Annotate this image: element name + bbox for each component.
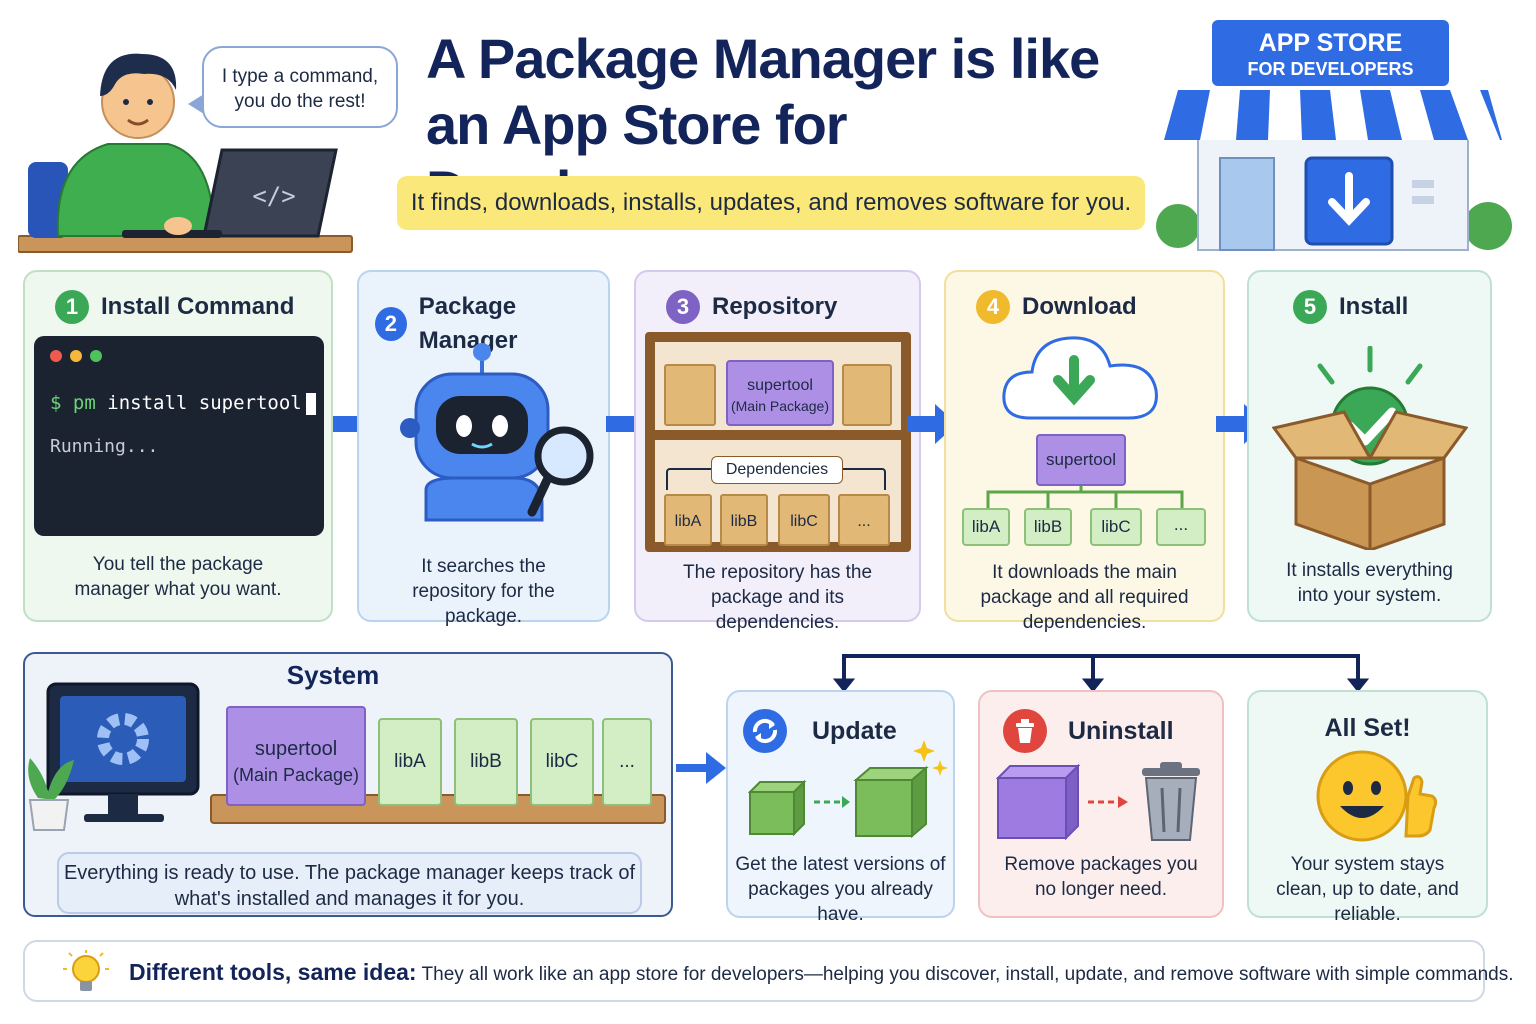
system-lib-more: ... xyxy=(602,718,652,806)
repository-lib-b: libB xyxy=(720,494,768,546)
monitor-gear-icon xyxy=(28,682,200,831)
repository-main-package: supertool (Main Package) xyxy=(726,360,834,426)
step-caption: The repository has the package and its d… xyxy=(682,562,873,633)
crate-box xyxy=(664,364,716,426)
step-header: 4 Download xyxy=(976,290,1137,324)
step-number-badge: 5 xyxy=(1293,290,1327,324)
footer-body: They all work like an app store for deve… xyxy=(421,964,1514,985)
step-header: 1 Install Command xyxy=(55,290,294,324)
speech-bubble-tail xyxy=(188,94,204,114)
step-caption: You tell the package manager what you wa… xyxy=(74,554,282,600)
repository-lib-c: libC xyxy=(778,494,830,546)
footer-banner: Different tools, same idea: They all wor… xyxy=(23,940,1514,1002)
package-name: supertool xyxy=(254,738,338,760)
download-lib-b: libB xyxy=(1024,508,1072,546)
terminal-status: Running... xyxy=(50,436,159,457)
flow-arrow-icon xyxy=(676,752,726,784)
terminal-window: $ pm install supertool Running... xyxy=(34,336,324,536)
action-card-update: Update Get the latest versions of packag… xyxy=(726,690,955,925)
download-tree-lines xyxy=(986,482,1184,514)
dependencies-label: Dependencies xyxy=(711,456,843,484)
system-main-package: supertool (Main Package) xyxy=(226,706,366,806)
refresh-icon xyxy=(743,709,787,753)
title-line-1: A Package Manager is like xyxy=(426,27,1100,90)
speech-bubble: I type a command, you do the rest! xyxy=(202,46,398,128)
step-caption: It installs everything into your system. xyxy=(1286,560,1453,606)
terminal-minimize-dot xyxy=(70,350,82,362)
step-header: 3 Repository xyxy=(666,290,837,324)
step-title: Download xyxy=(1022,293,1137,320)
step-header: 5 Install xyxy=(1293,290,1408,324)
terminal-command-name: pm xyxy=(72,392,96,414)
step-number-badge: 3 xyxy=(666,290,700,324)
step-title: Install xyxy=(1339,293,1409,320)
developer-illustration: </> xyxy=(18,53,353,253)
step-caption: It downloads the main package and all re… xyxy=(980,562,1189,633)
step-header: 2 Package Manager xyxy=(375,290,608,358)
repository-lib-more: ... xyxy=(838,494,890,546)
repository-lib-a: libA xyxy=(664,494,712,546)
cloud-download-icon xyxy=(1002,336,1158,420)
terminal-command-args: install supertool xyxy=(107,392,302,414)
crate-box xyxy=(842,364,892,426)
terminal-cursor xyxy=(305,392,316,415)
footer-text: Different tools, same idea: They all wor… xyxy=(129,958,1514,989)
download-lib-c: libC xyxy=(1090,508,1142,546)
update-cubes-icon xyxy=(748,740,948,839)
system-lib-c: libC xyxy=(530,718,594,806)
action-card-all-set: All Set! Your system stays clean, up to … xyxy=(1247,690,1488,925)
action-title: Update xyxy=(812,717,897,745)
action-header: Update xyxy=(728,708,953,754)
step-title: Package Manager xyxy=(418,293,518,354)
action-caption: Your system stays clean, up to date, and… xyxy=(1276,854,1459,925)
store-sign: APP STORE FOR DEVELOPERS xyxy=(1212,20,1449,86)
download-lib-a: libA xyxy=(962,508,1010,546)
step-number-badge: 2 xyxy=(375,307,407,341)
action-caption: Remove packages you no longer need. xyxy=(1004,854,1198,900)
trash-icon xyxy=(1003,709,1047,753)
store-sign-line-2: FOR DEVELOPERS xyxy=(1247,59,1414,79)
download-main-package: supertool xyxy=(1036,434,1126,486)
system-lib-b: libB xyxy=(454,718,518,806)
download-lib-more: ... xyxy=(1156,508,1206,546)
tagline-banner: It finds, downloads, installs, updates, … xyxy=(397,176,1145,230)
terminal-close-dot xyxy=(50,350,62,362)
step-title: Install Command xyxy=(101,293,295,320)
branch-connector xyxy=(832,654,1370,692)
laptop-code-glyph: </> xyxy=(252,182,295,210)
terminal-prompt: $ xyxy=(50,392,62,414)
step-caption: It searches the repository for the packa… xyxy=(412,556,555,627)
terminal-maximize-dot xyxy=(90,350,102,362)
store-illustration xyxy=(1156,90,1512,251)
action-title: All Set! xyxy=(1324,714,1411,742)
footer-lead: Different tools, same idea: xyxy=(129,959,417,985)
action-title: Uninstall xyxy=(1068,717,1174,745)
system-lib-a: libA xyxy=(378,718,442,806)
remove-package-icon xyxy=(996,762,1200,841)
action-caption: Get the latest versions of packages you … xyxy=(735,854,946,925)
action-header: All Set! xyxy=(1249,708,1486,748)
package-subtitle: (Main Package) xyxy=(730,398,830,414)
action-header: Uninstall xyxy=(980,708,1222,754)
system-title: System xyxy=(286,660,380,690)
open-box-check-icon xyxy=(1272,346,1468,550)
step-number-badge: 4 xyxy=(976,290,1010,324)
smiley-thumbs-up-icon xyxy=(1316,750,1438,842)
package-name: supertool xyxy=(747,377,813,394)
store-sign-line-1: APP STORE xyxy=(1258,29,1403,57)
lightbulb-icon xyxy=(63,950,109,991)
shelf-divider xyxy=(645,430,911,440)
system-note: Everything is ready to use. The package … xyxy=(57,852,642,914)
robot-icon xyxy=(400,343,594,522)
package-subtitle: (Main Package) xyxy=(232,765,360,785)
step-number-badge: 1 xyxy=(55,290,89,324)
step-title: Repository xyxy=(712,293,838,320)
terminal-command-line: $ pm install supertool xyxy=(50,392,316,415)
